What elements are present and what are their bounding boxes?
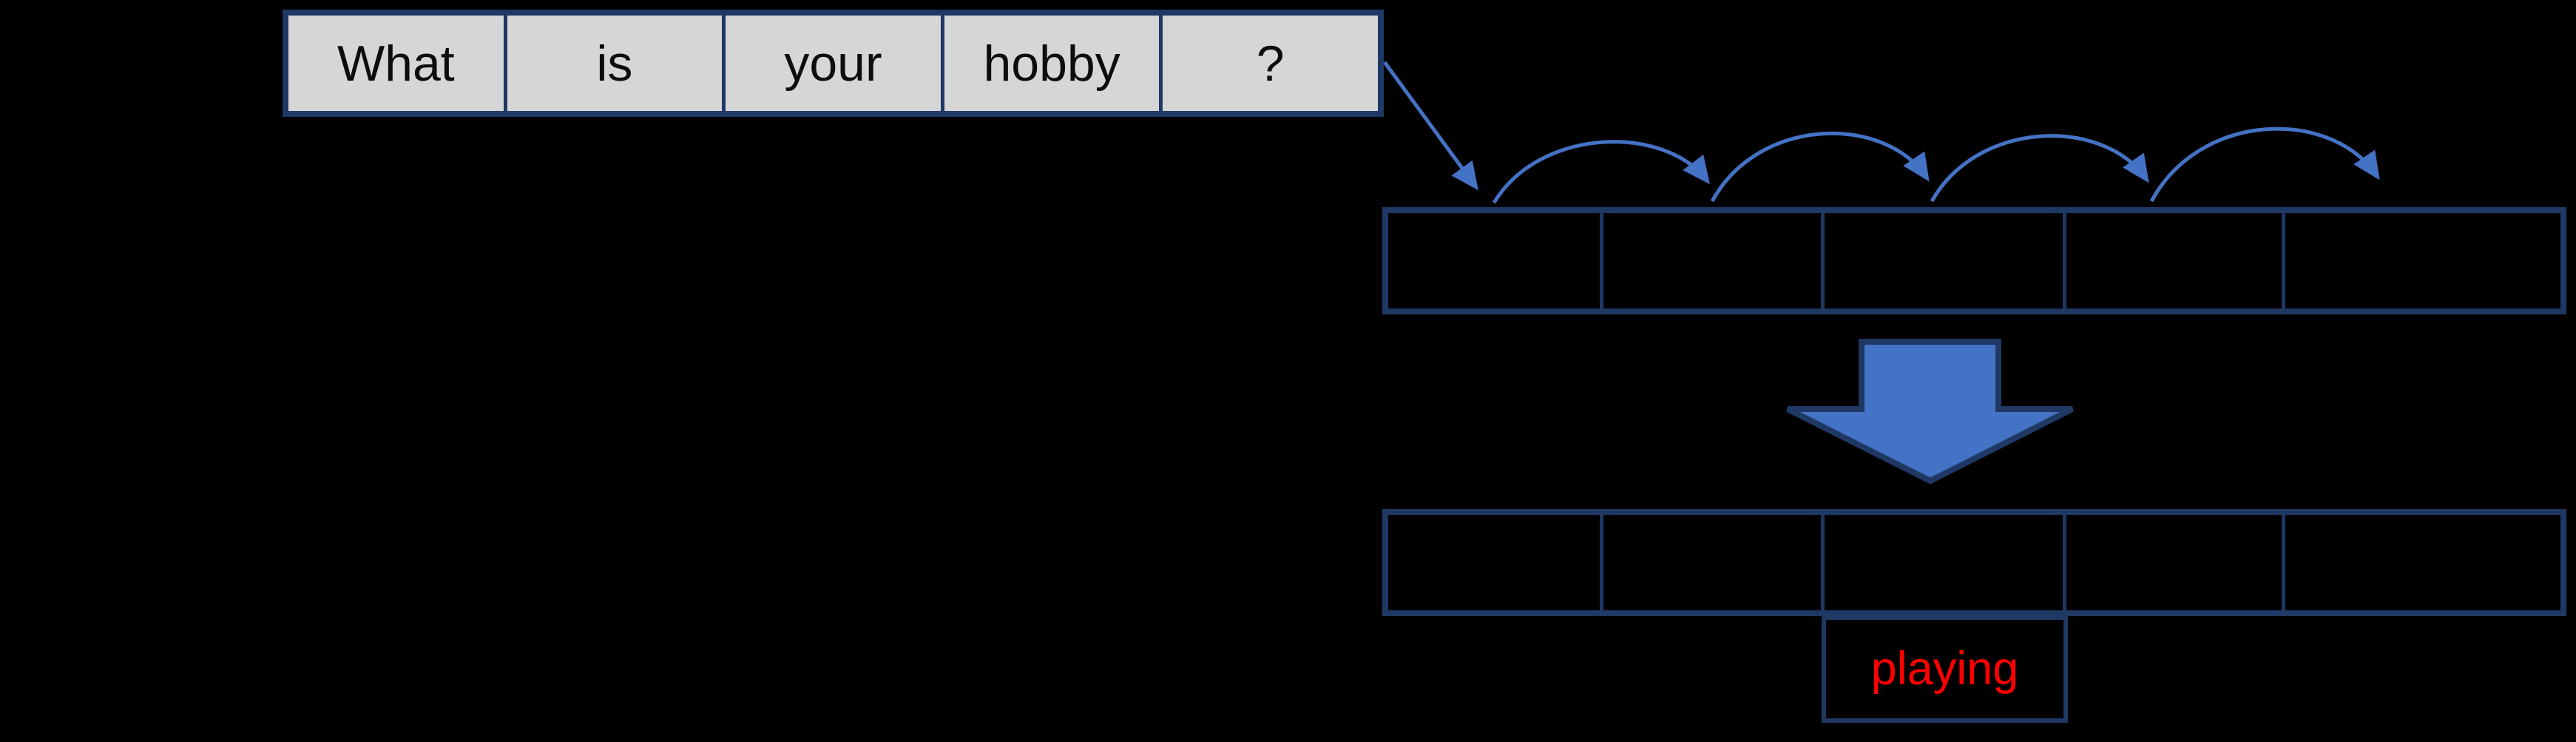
- arc-hop-arrow-icon: [1710, 132, 1930, 203]
- hidden-state-cell: [2285, 213, 2560, 308]
- hidden-state-cell: [1388, 515, 1604, 610]
- hidden-state-cell: [1603, 515, 1825, 610]
- arc-hop-arrow-icon: [1930, 134, 2149, 203]
- big-down-arrow-icon: [1786, 339, 2074, 485]
- diagonal-arrow-icon: [1382, 61, 1478, 191]
- hidden-state-row-top: [1382, 207, 2566, 314]
- sentence-word-cell: What: [288, 16, 507, 111]
- hidden-state-cell: [1603, 213, 1825, 308]
- arc-hop-arrow-icon: [1492, 140, 1710, 204]
- hidden-state-cell: [2066, 515, 2285, 610]
- hidden-state-cell: [1825, 213, 2067, 308]
- sentence-word-cell: your: [726, 16, 944, 111]
- prediction-label: playing: [1870, 643, 2019, 695]
- sentence-word-cell: ?: [1163, 16, 1378, 111]
- hidden-state-cell: [1388, 213, 1604, 308]
- hidden-state-cell: [1825, 515, 2067, 610]
- hidden-state-row-bottom: [1382, 509, 2566, 616]
- hidden-state-cell: [2285, 515, 2560, 610]
- sentence-word-cell: is: [507, 16, 726, 111]
- prediction-box: playing: [1822, 615, 2068, 723]
- hidden-state-cell: [2066, 213, 2285, 308]
- arc-hop-arrow-icon: [2149, 127, 2380, 203]
- sentence-word-cell: hobby: [944, 16, 1163, 111]
